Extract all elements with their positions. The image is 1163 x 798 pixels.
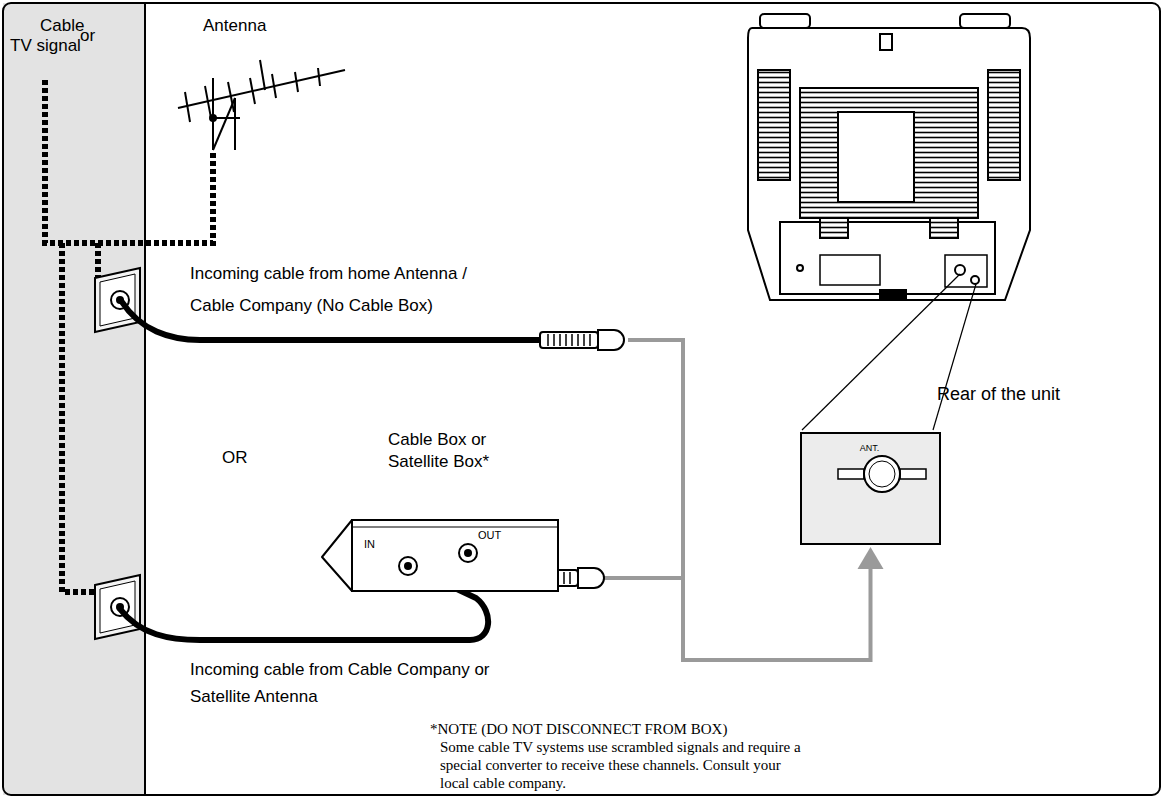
tv-rear [748, 14, 1030, 300]
cable-box: Cable Box or Satellite Box* IN OUT [318, 425, 563, 597]
wall-line [144, 3, 146, 795]
cable-note: Incoming cable from home Antenna / Cable… [190, 258, 495, 322]
plug-ridge [577, 334, 579, 346]
or-label: or [80, 26, 95, 46]
feed-line [628, 340, 683, 660]
plug-ridge [565, 334, 567, 346]
plug-ridge [571, 334, 573, 346]
plug-ridge [553, 334, 555, 346]
note-heading: *NOTE (DO NOT DISCONNECT FROM BOX) [430, 720, 727, 738]
cable-note: Incoming cable from Cable Company or Sat… [190, 656, 495, 710]
port-label: IN [364, 538, 375, 550]
antenna-symbol [178, 60, 345, 150]
signal-connector [563, 547, 884, 660]
wall-plate [95, 268, 140, 639]
connector-line [563, 569, 871, 660]
frame [3, 3, 1160, 795]
view-label: Rear of the unit [937, 384, 1060, 404]
box-shape [318, 425, 563, 597]
plug-ridge [559, 334, 561, 346]
antenna-label: Antenna [203, 16, 266, 36]
or-label: OR [222, 448, 248, 468]
terminal-label: ANT. [802, 443, 937, 453]
leader-line [802, 274, 976, 430]
wall-panel [3, 3, 145, 795]
plug-ridge [583, 334, 585, 346]
plug-ridge [569, 572, 571, 584]
signal-line [45, 80, 213, 592]
arrowhead [858, 547, 884, 569]
box-title: Cable Box or Satellite Box* [388, 429, 520, 473]
plug-ridge [563, 572, 565, 584]
port-label: OUT [478, 529, 501, 541]
ant-inset: ANT. [800, 432, 941, 545]
plug-ridge [547, 334, 549, 346]
plug-ridge [589, 334, 591, 346]
note-text: Some cable TV systems use scrambled sign… [440, 738, 805, 792]
